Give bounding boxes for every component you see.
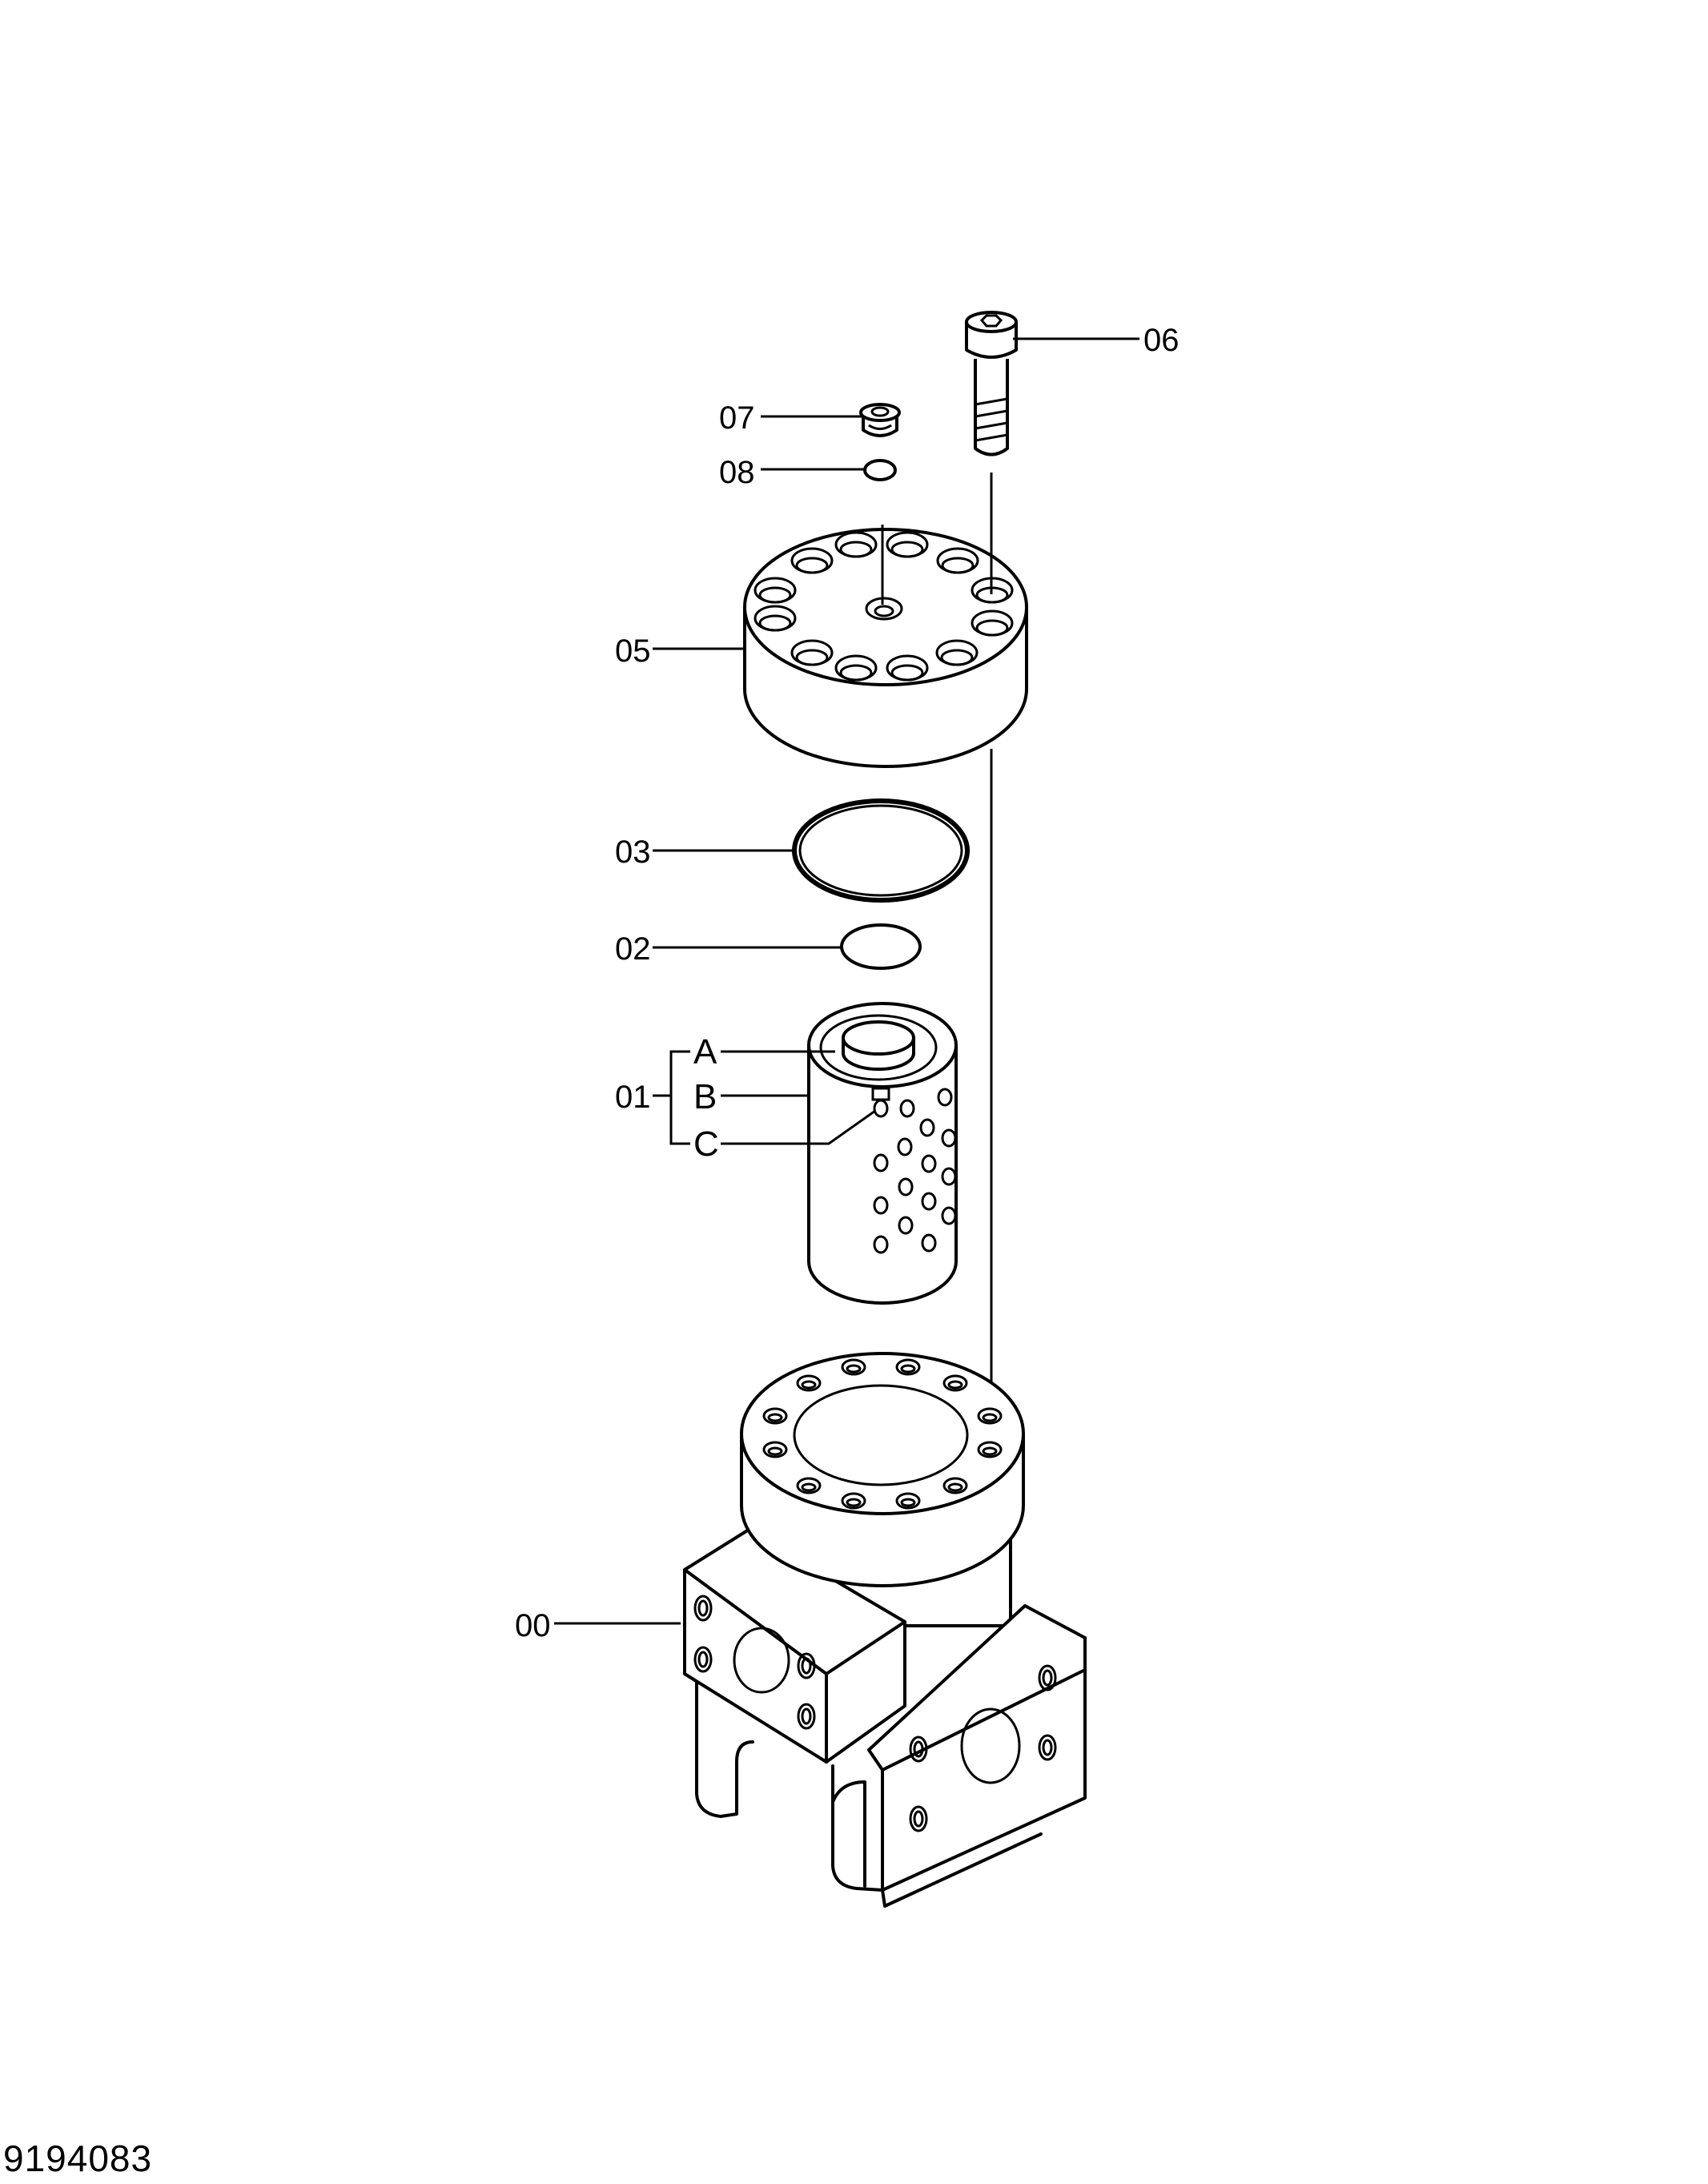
callout-07: 07 — [719, 400, 755, 436]
part-00-housing[interactable] — [683, 1352, 1087, 1908]
callout-05: 05 — [615, 633, 651, 669]
callout-06: 06 — [1143, 323, 1180, 358]
part-05-cover[interactable] — [743, 528, 1028, 768]
part-03-large-o-ring[interactable] — [792, 798, 970, 903]
part-08-small-o-ring[interactable] — [863, 459, 897, 481]
part-01-strainer[interactable] — [807, 1002, 958, 1305]
callout-01-c: C — [693, 1124, 719, 1164]
callout-01-b: B — [693, 1077, 717, 1116]
callout-01-a: A — [693, 1032, 717, 1072]
callout-08: 08 — [719, 455, 755, 490]
part-06-cap-screw[interactable] — [965, 311, 1018, 457]
drawing-number: 9194083 — [3, 2138, 153, 2179]
leader-lines — [554, 337, 1139, 1625]
callout-02: 02 — [615, 931, 651, 967]
callout-03: 03 — [615, 835, 651, 870]
callout-00: 00 — [515, 1608, 551, 1643]
part-07-plug[interactable] — [859, 403, 901, 437]
callout-01: 01 — [615, 1080, 651, 1115]
part-02-backup-ring[interactable] — [840, 923, 922, 970]
